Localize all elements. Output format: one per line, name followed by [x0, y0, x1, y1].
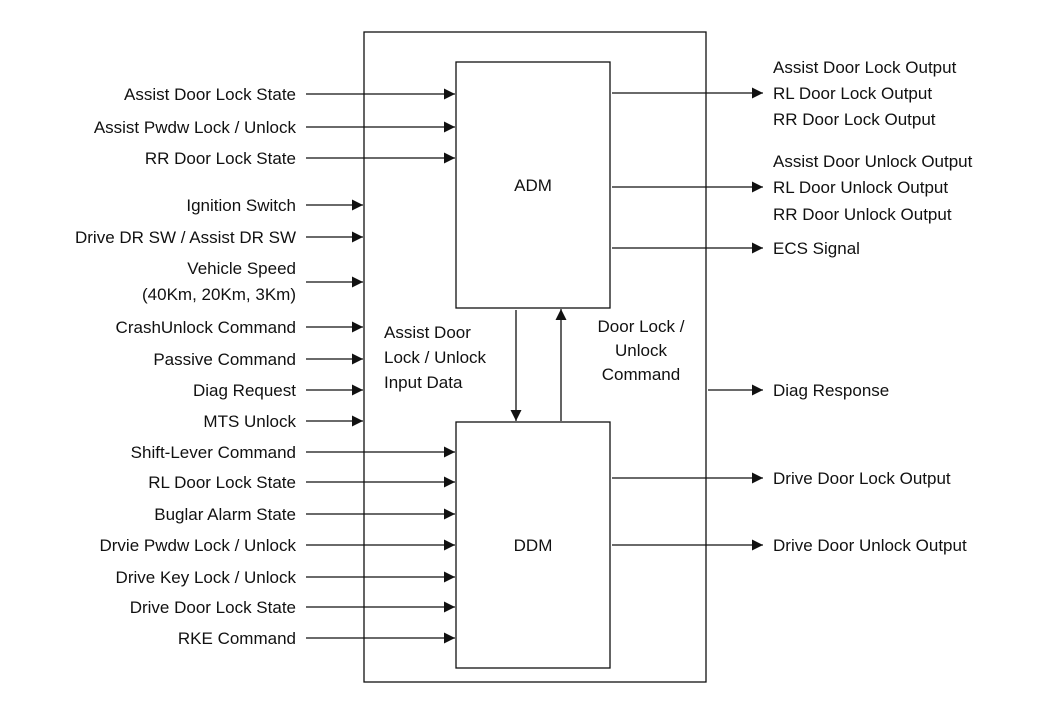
- controller-input-label: (40Km, 20Km, 3Km): [142, 285, 296, 304]
- ddm-input-label: Drive Key Lock / Unlock: [116, 568, 297, 587]
- controller-input-label: Drive DR SW / Assist DR SW: [75, 228, 296, 247]
- ddm-input-label: Drive Door Lock State: [130, 598, 296, 617]
- adm-output-label: RL Door Lock Output: [773, 84, 932, 103]
- ddm-block: [455, 421, 611, 669]
- adm-output-label: RL Door Unlock Output: [773, 178, 948, 197]
- adm-output-label: RR Door Unlock Output: [773, 205, 952, 224]
- adm-output-label: Assist Door Unlock Output: [773, 152, 973, 171]
- adm-block: [455, 61, 611, 309]
- adm-label: ADM: [514, 176, 552, 195]
- ddm-input-label: Drvie Pwdw Lock / Unlock: [99, 536, 296, 555]
- adm-input-label: RR Door Lock State: [145, 149, 296, 168]
- ddm-input-label: RKE Command: [178, 629, 296, 648]
- ddm-input-label: Buglar Alarm State: [154, 505, 296, 524]
- adm-to-ddm-label: Input Data: [384, 373, 463, 392]
- adm-output-label: RR Door Lock Output: [773, 110, 936, 129]
- adm-to-ddm-label: Assist Door: [384, 323, 471, 342]
- ddm-to-adm-label: Door Lock /: [598, 317, 685, 336]
- ddm-output-label: Drive Door Unlock Output: [773, 536, 967, 555]
- controller-input-label: Passive Command: [153, 350, 296, 369]
- controller-input-label: Vehicle Speed: [187, 259, 296, 278]
- controller-output-label: Diag Response: [773, 381, 889, 400]
- ddm-to-adm-label: Unlock: [615, 341, 667, 360]
- controller-input-label: MTS Unlock: [203, 412, 296, 431]
- ddm-to-adm-label: Command: [602, 365, 680, 384]
- controller-input-label: Diag Request: [193, 381, 296, 400]
- adm-output-label: ECS Signal: [773, 239, 860, 258]
- ddm-label: DDM: [514, 536, 553, 555]
- ddm-input-label: Shift-Lever Command: [131, 443, 296, 462]
- controller-input-label: CrashUnlock Command: [116, 318, 296, 337]
- adm-input-label: Assist Pwdw Lock / Unlock: [94, 118, 297, 137]
- adm-to-ddm-label: Lock / Unlock: [384, 348, 487, 367]
- controller-input-label: Ignition Switch: [186, 196, 296, 215]
- adm-output-label: Assist Door Lock Output: [773, 58, 957, 77]
- ddm-input-label: RL Door Lock State: [148, 473, 296, 492]
- ddm-output-label: Drive Door Lock Output: [773, 469, 951, 488]
- adm-input-label: Assist Door Lock State: [124, 85, 296, 104]
